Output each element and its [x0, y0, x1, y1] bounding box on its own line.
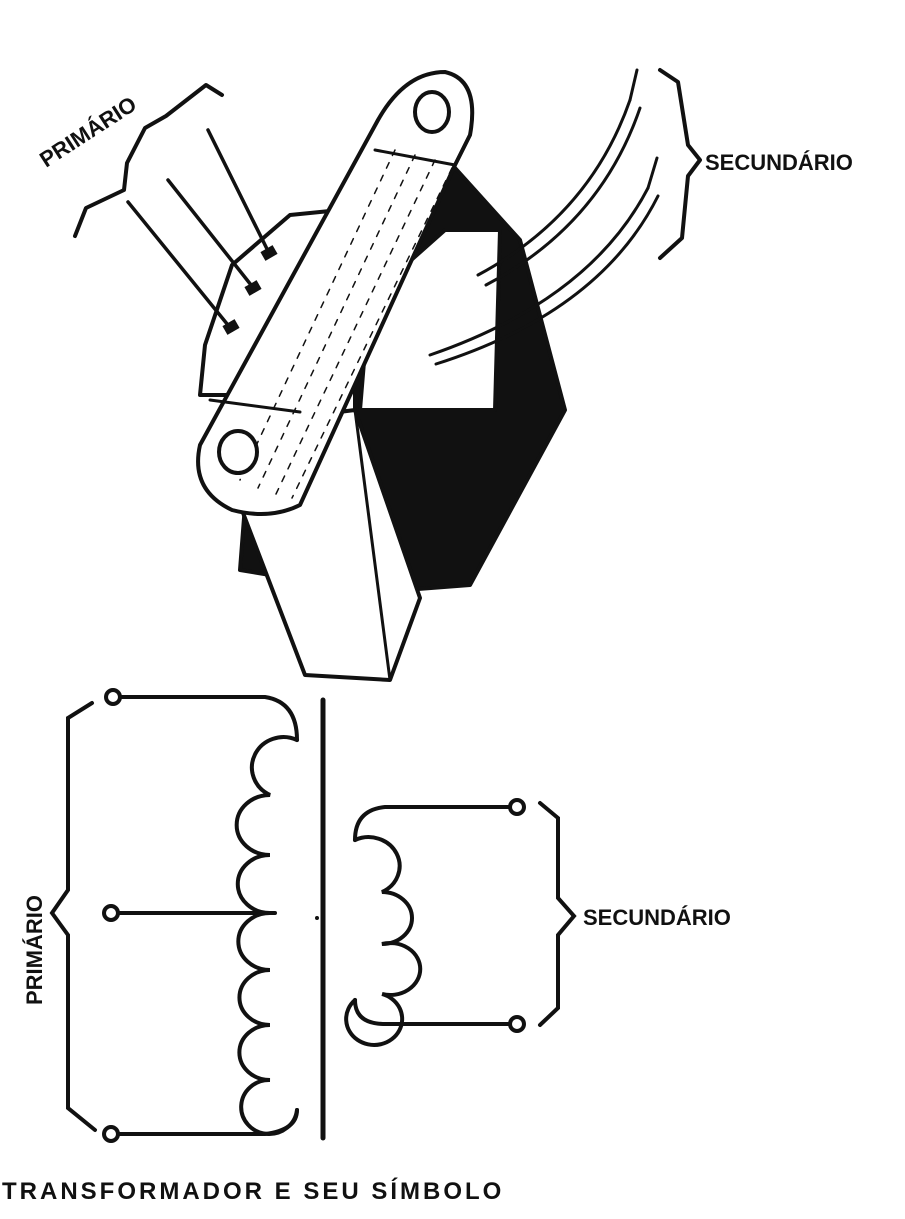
top-secondary-brace: [658, 68, 702, 260]
secondary-terminal-bottom: [508, 1015, 526, 1033]
symbol-primary-brace: [49, 701, 97, 1132]
top-primary-bracket: [73, 83, 224, 238]
top-secondary-label: SECUNDÁRIO: [705, 150, 853, 175]
transformer-symbol: [49, 688, 577, 1143]
primary-wires: [126, 128, 272, 332]
secondary-wires: [428, 68, 660, 366]
transformer-illustration: [73, 68, 702, 682]
mounting-hole-bottom: [217, 429, 259, 475]
symbol-secondary-label: SECUNDÁRIO: [583, 905, 731, 930]
primary-terminal-bottom: [102, 1125, 120, 1143]
primary-terminal-top: [104, 688, 122, 706]
secondary-coil: [344, 835, 423, 1047]
symbol-secondary-brace: [538, 801, 577, 1027]
top-primary-label: PRIMÁRIO: [35, 91, 141, 172]
primary-terminal-center: [102, 904, 120, 922]
mounting-hole-top: [413, 90, 451, 134]
primary-coil: [234, 735, 299, 1136]
symbol-primary-label: PRIMÁRIO: [22, 895, 47, 1005]
secondary-terminal-top: [508, 798, 526, 816]
figure-caption: TRANSFORMADOR E SEU SÍMBOLO: [2, 1178, 505, 1205]
